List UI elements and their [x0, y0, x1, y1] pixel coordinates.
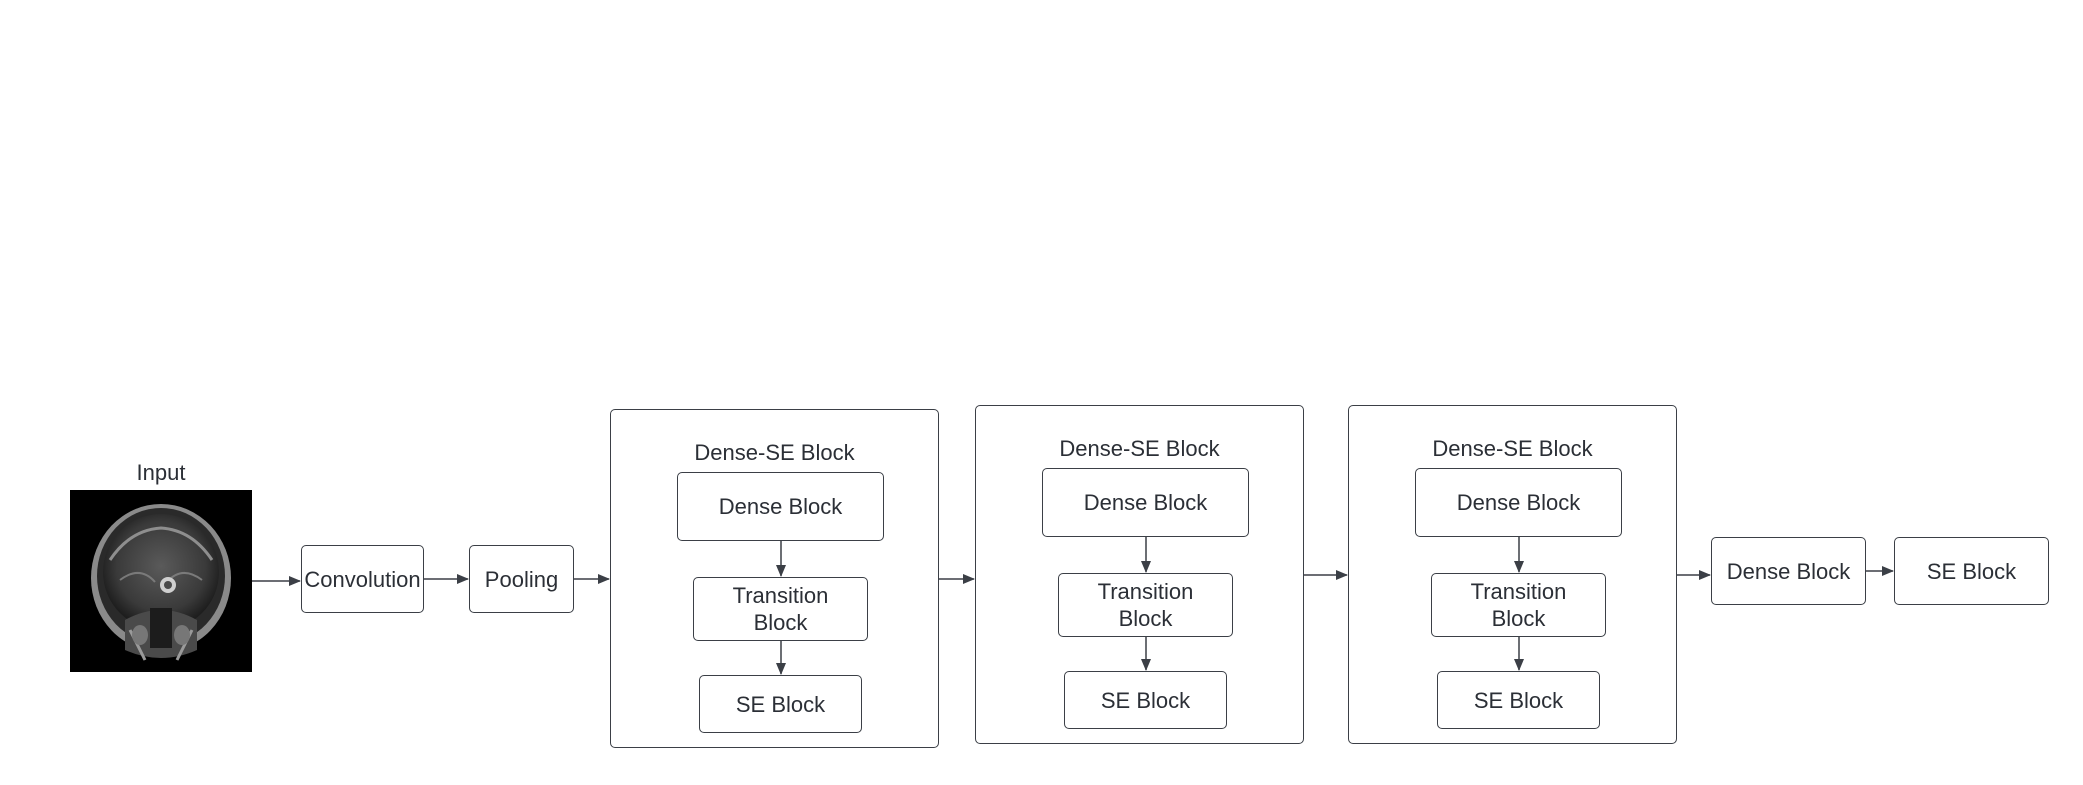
transition-block: Transition Block [1431, 573, 1606, 637]
dense-se-block-title: Dense-SE Block [1432, 436, 1593, 461]
dense-block: Dense Block [1042, 468, 1249, 537]
dense-se-block-title: Dense-SE Block [694, 440, 855, 465]
se-block: SE Block [699, 675, 862, 733]
pooling-box: Pooling [469, 545, 574, 613]
transition-block: Transition Block [1058, 573, 1233, 637]
final-dense-block: Dense Block [1711, 537, 1866, 605]
input-label: Input [136, 460, 186, 485]
se-block: SE Block [1064, 671, 1227, 729]
se-block: SE Block [1437, 671, 1600, 729]
input-mri-image [70, 490, 252, 672]
brain-mri-icon [91, 504, 231, 661]
convolution-box: Convolution [301, 545, 424, 613]
final-se-block: SE Block [1894, 537, 2049, 605]
transition-block: Transition Block [693, 577, 868, 641]
dense-block: Dense Block [1415, 468, 1622, 537]
dense-block: Dense Block [677, 472, 884, 541]
dense-se-block-title: Dense-SE Block [1059, 436, 1220, 461]
